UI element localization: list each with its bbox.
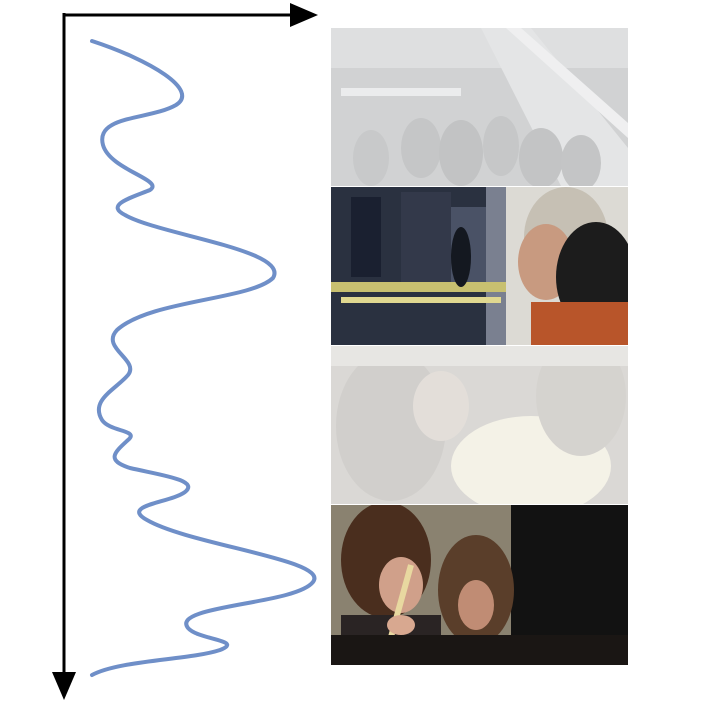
horizontal-axis-arrowhead	[290, 3, 318, 27]
vertical-axis-arrowhead	[52, 672, 76, 700]
girls-playing-flute-image	[331, 505, 628, 665]
woman-on-train-platform-image	[331, 187, 628, 345]
fade-overlay	[331, 28, 628, 186]
video-frame-escalator-crowd	[331, 28, 628, 186]
video-frame-girls-playing-flute	[331, 505, 628, 665]
video-frame-crowd-close-up	[331, 346, 628, 504]
fade-overlay	[331, 346, 628, 504]
score-curve-path	[90, 39, 317, 677]
video-frame-woman-on-train-platform	[331, 187, 628, 345]
